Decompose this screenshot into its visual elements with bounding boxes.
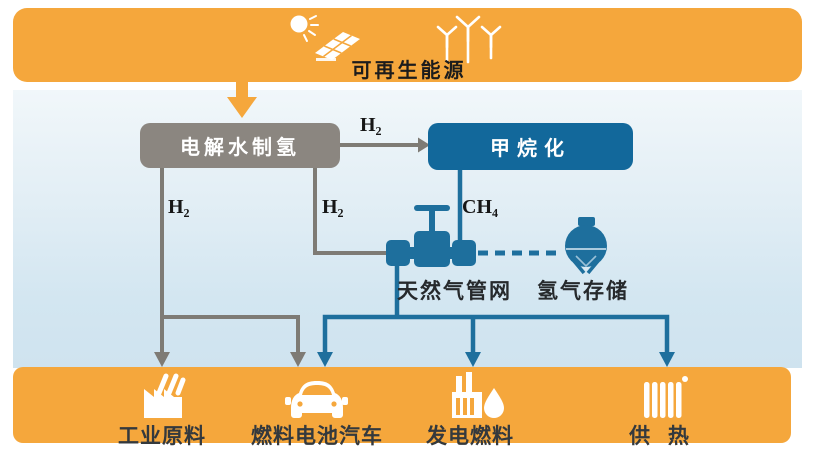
h2-flow-label-left: H₂: [168, 196, 190, 218]
end-use-industry-label: 工业原料: [118, 425, 206, 448]
h2-storage-label: 氢气存储: [537, 280, 629, 303]
gas-arrowhead-vehicle: [317, 352, 333, 367]
storage-tank-icon: [565, 217, 607, 275]
gas-distribution-lines: [322, 266, 670, 353]
end-use-vehicle-label: 燃料电池汽车: [251, 425, 383, 448]
h2-arrowhead-vehicle: [290, 352, 306, 367]
gas-arrowhead-heat: [659, 352, 675, 367]
electrolysis-label: 电解水制氢: [180, 137, 300, 159]
car-icon: [285, 381, 348, 418]
valve-icon: [386, 205, 476, 267]
node-methanation: 甲烷化: [428, 123, 633, 170]
h2-to-methanation-arrow: [340, 137, 430, 153]
end-use-power-label: 发电燃料: [426, 425, 514, 448]
renewable-energy-title: 可再生能源: [351, 60, 467, 82]
gas-arrowhead-power: [465, 352, 481, 367]
wind-turbines-icon: [436, 15, 502, 64]
methanation-label: 甲烷化: [490, 138, 571, 160]
end-use-heat-label: 供 热: [629, 425, 695, 448]
h2-flow-label-mid: H₂: [322, 196, 344, 218]
renewable-to-electrolysis-arrow: [227, 78, 257, 118]
sun-icon: [290, 15, 319, 42]
h2-flow-label-top: H₂: [360, 114, 382, 136]
ch4-flow-label: CH₄: [462, 196, 498, 218]
power-plant-icon: [452, 372, 504, 418]
radiator-icon: [644, 376, 688, 418]
h2-arrowhead-industry: [154, 352, 170, 367]
h2-distribution-lines: [160, 168, 387, 353]
solar-panel-icon: [315, 32, 360, 61]
renewable-energy-banner: [13, 8, 802, 82]
node-electrolysis: 电解水制氢: [140, 123, 340, 168]
factory-icon: [144, 373, 186, 418]
gas-network-label: 天然气管网: [397, 280, 512, 303]
